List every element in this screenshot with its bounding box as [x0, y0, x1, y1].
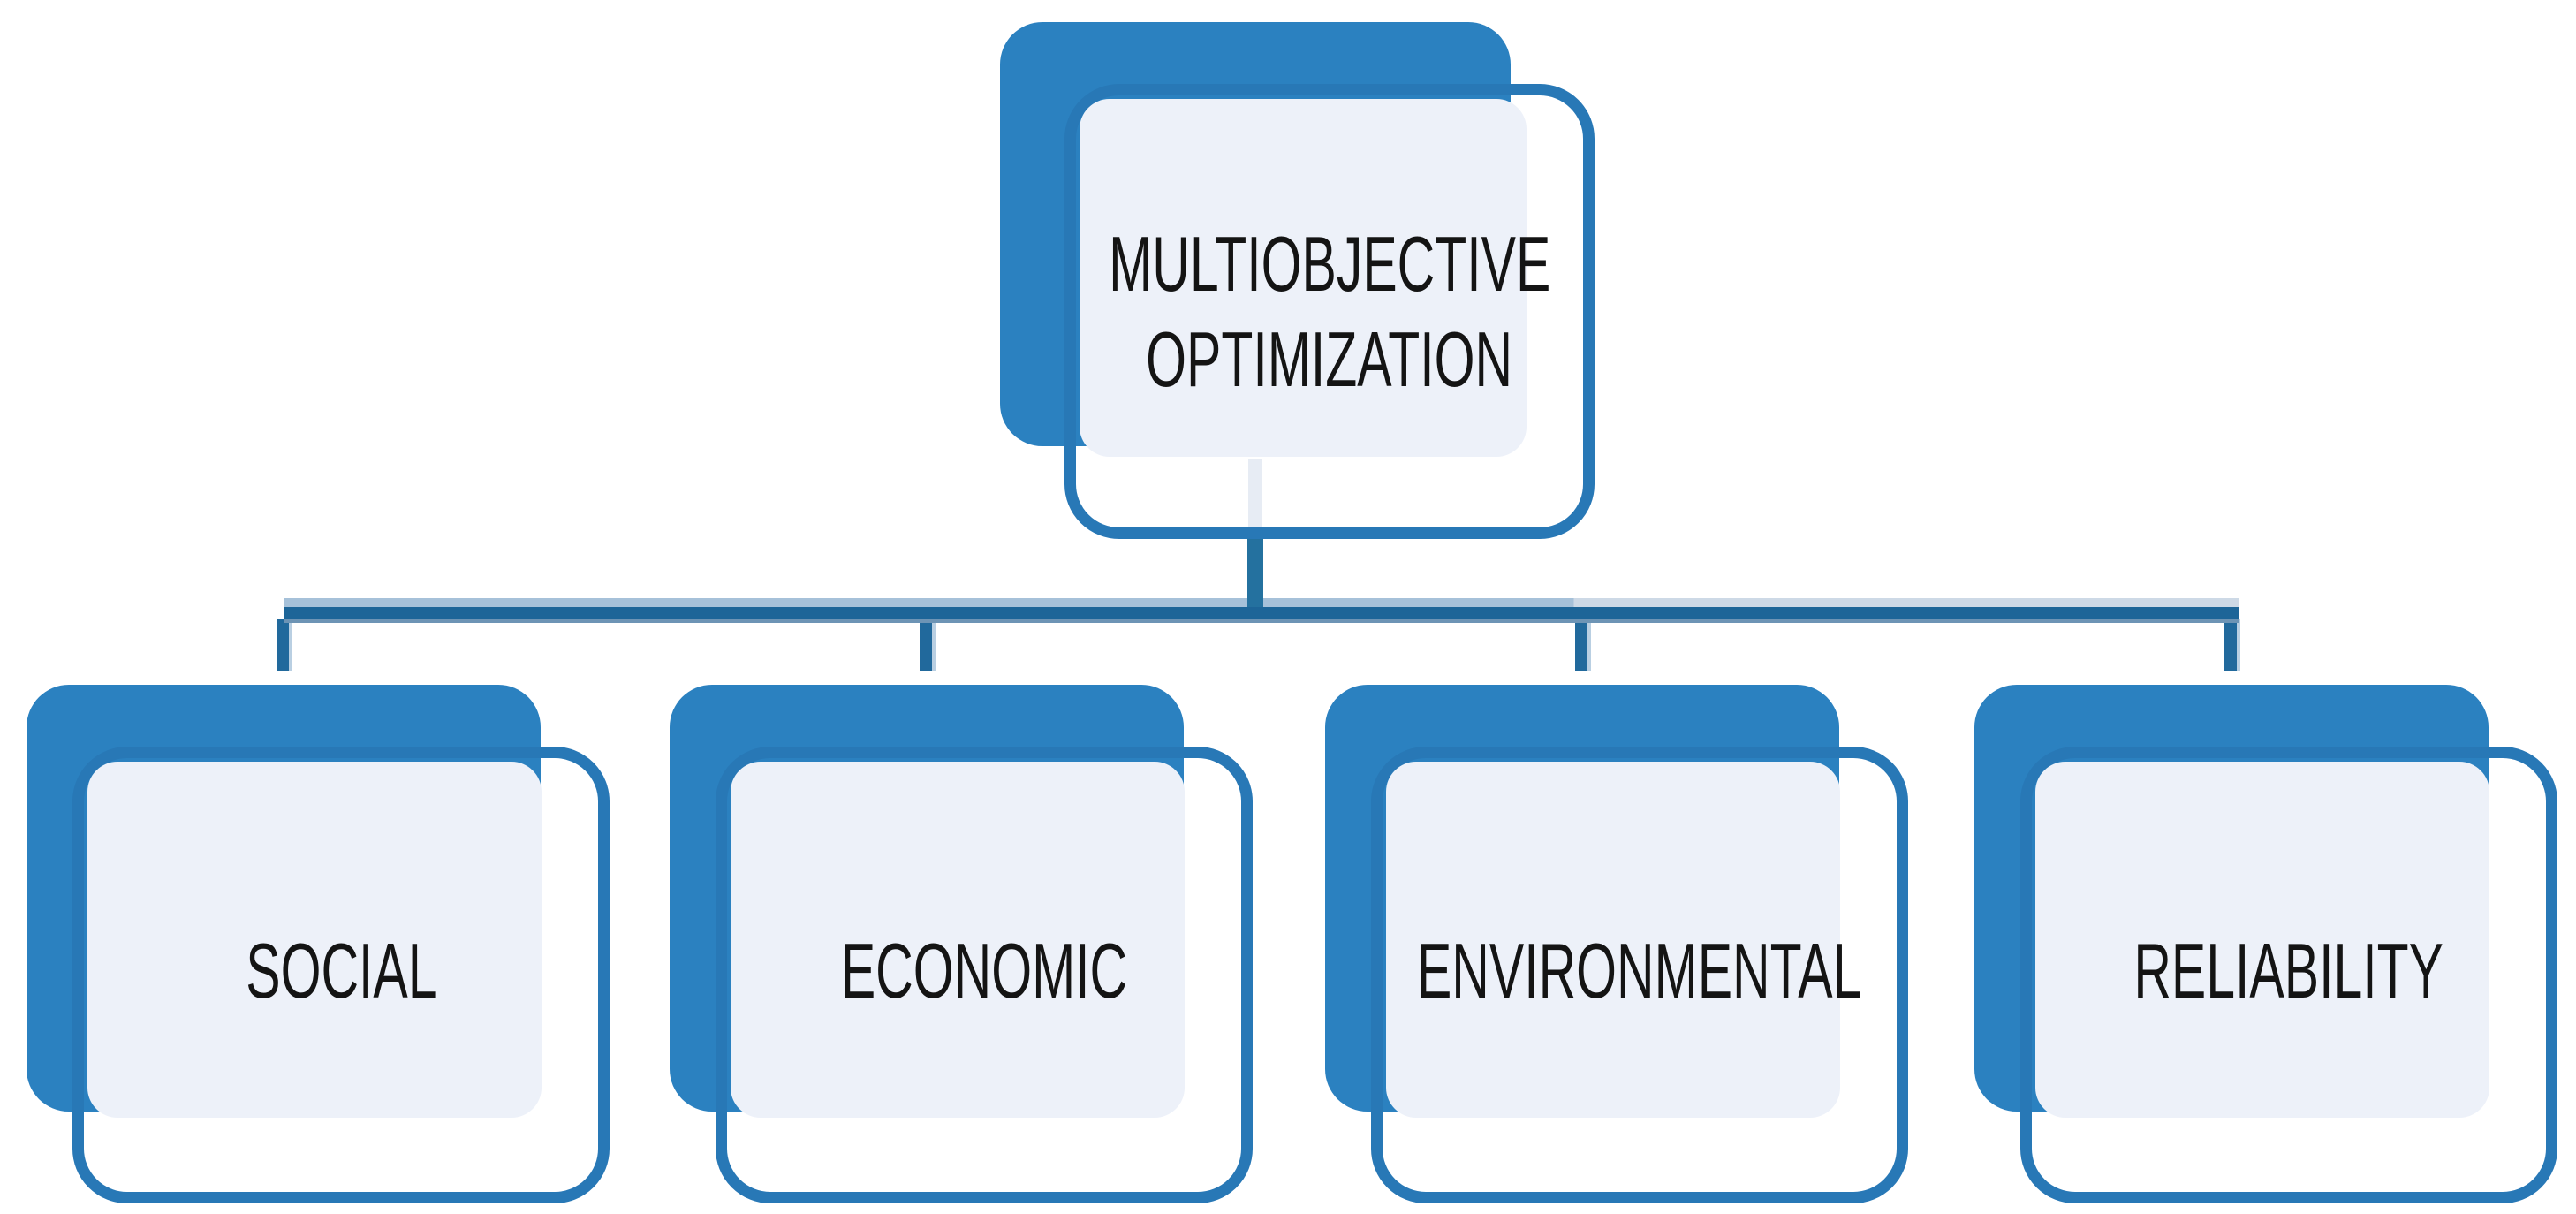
node-inner-fill — [2035, 762, 2489, 1118]
node-front-card: RELIABILITY — [2020, 747, 2557, 1203]
node-label: SOCIAL — [84, 749, 598, 1192]
node-reliability: RELIABILITY — [1974, 685, 2557, 1203]
node-label-line: ENVIRONMENTAL — [1417, 926, 1862, 1014]
node-label: ECONOMIC — [727, 749, 1241, 1192]
node-inner-fill — [1386, 762, 1840, 1118]
node-label: RELIABILITY — [2032, 749, 2546, 1192]
node-label-line: SOCIAL — [245, 926, 437, 1014]
node-label: ENVIRONMENTAL — [1383, 749, 1897, 1192]
node-front-card: ECONOMIC — [716, 747, 1253, 1203]
node-label-line: OPTIMIZATION — [1146, 315, 1513, 403]
connector-drop-economic — [920, 619, 936, 671]
node-economic: ECONOMIC — [670, 685, 1253, 1203]
node-front-card: SOCIAL — [72, 747, 610, 1203]
node-label: MULTIOBJECTIVE OPTIMIZATION — [1076, 95, 1583, 527]
node-label-line: ECONOMIC — [840, 926, 1128, 1014]
node-front-card: ENVIRONMENTAL — [1371, 747, 1908, 1203]
node-inner-fill — [1080, 99, 1527, 457]
node-label-line: RELIABILITY — [2133, 926, 2444, 1014]
node-multiobjective-optimization: MULTIOBJECTIVE OPTIMIZATION — [1000, 22, 1711, 561]
node-social: SOCIAL — [27, 685, 610, 1203]
connector-horizontal-shadow — [284, 619, 2239, 623]
node-environmental: ENVIRONMENTAL — [1325, 685, 1908, 1203]
node-inner-fill — [87, 762, 542, 1118]
connector-drop-environmental — [1575, 619, 1591, 671]
connector-horizontal-line — [284, 607, 2239, 619]
node-label-line: MULTIOBJECTIVE — [1108, 219, 1551, 307]
connector-trunk-inner-segment — [1248, 459, 1262, 527]
node-inner-fill — [731, 762, 1185, 1118]
connector-drop-social — [277, 619, 292, 671]
connector-drop-reliability — [2224, 619, 2240, 671]
connector-trunk — [1247, 539, 1263, 619]
node-front-card: MULTIOBJECTIVE OPTIMIZATION — [1064, 84, 1595, 539]
